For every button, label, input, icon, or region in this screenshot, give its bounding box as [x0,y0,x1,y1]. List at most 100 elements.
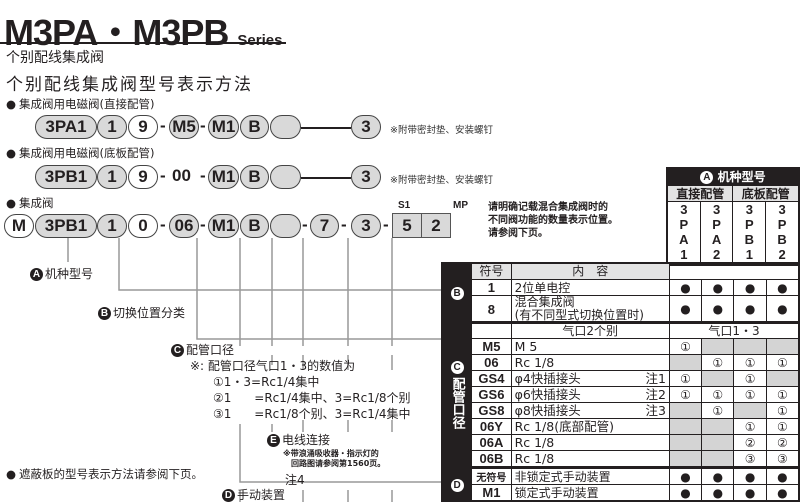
code-stations: 7 [310,214,339,238]
group-base: 底板配管 [732,185,800,202]
unavailable-cell [765,370,800,387]
unavailable-cell [701,338,735,355]
value-cell: ① [668,370,703,387]
code-wiring [270,214,301,238]
content: Rc 1/8 [514,450,555,466]
port-item: ③1 =Rc1/8个别、3=Rc1/4集中 [213,407,411,421]
code-manual: M1 [208,165,239,189]
bullet-direct-piping: 集成阀用电磁阀(直接配管) [6,96,154,112]
note-4: 注4 [285,473,305,487]
value-cell: ● [765,279,800,296]
note-line: ※带浪涌吸收器・指示灯的 [283,449,379,458]
note: 注2 [645,386,666,402]
content: 锁定式手动装置 [510,484,670,502]
note-line: 不同阀功能的数量表示位置。 [488,215,618,226]
content: φ6快插接头 [514,386,581,402]
symbol: 06B [471,450,512,468]
code-fixed: 9 [128,115,158,139]
separator: - [341,215,347,234]
model-3pb1: 3PB1 [732,201,767,266]
symbol: 1 [471,279,512,296]
value-cell: ● [668,295,703,324]
value-cell: ① [765,418,800,435]
content: Rc 1/8 [514,354,555,370]
model-3pb2: 3PB2 [765,201,800,266]
value-cell: ① [701,386,735,403]
letter-e-icon: E [267,434,280,447]
value-cell: ● [765,295,800,324]
code-wiring [270,115,301,139]
note-line: 请参阅下页。 [488,228,548,239]
mp-value: 2 [421,213,451,238]
unavailable-cell [668,418,703,435]
bullet-base-piping: 集成阀用电磁阀(底板配管) [6,145,154,161]
value-cell: ② [733,434,767,451]
model-label: 3PA2 [709,202,725,262]
note-line: 请明确记载混合集成阀时的 [488,202,608,213]
value-cell: ● [668,279,703,296]
content: Rc 1/8(底部配管) [514,418,614,434]
code-b: B [240,214,269,238]
value-cell: ● [733,295,767,324]
legend-d-label: 手动装置 [237,488,286,502]
symbol: M5 [471,338,512,355]
value-cell: ● [733,484,767,502]
letter-d-icon: D [222,489,235,502]
code-manifold: M [4,214,34,238]
code-position: 1 [97,165,127,189]
model-3pa1: 3PA1 [666,201,701,266]
unavailable-cell [701,370,735,387]
model-header-label: 机种型号 [717,170,766,184]
code-b: B [240,115,269,139]
value-cell: ● [765,484,800,502]
s1-label: S1 [398,200,411,211]
note: 注1 [645,370,666,386]
separator: - [160,166,166,185]
value-cell: ③ [765,450,800,468]
letter-d-icon: D [450,478,464,492]
col-port13: 气口1・3 [668,321,800,339]
code-model: 3PB1 [35,165,97,189]
symbol: 06A [471,434,512,451]
value-cell: ① [733,418,767,435]
separator: - [200,116,206,135]
value-cell: ① [668,338,703,355]
symbol: M1 [471,484,512,502]
value-cell: ① [668,386,703,403]
subtitle: 个别配线集成阀 [6,50,104,66]
value-cell: ① [733,370,767,387]
value-cell: ① [733,386,767,403]
bullet-manifold: 集成阀 [6,195,54,211]
mp-label: MP [453,200,468,211]
code-port: M5 [169,115,199,139]
content: 混合集成阀 [514,295,575,309]
symbol: 8 [471,295,512,324]
unavailable-cell [668,402,703,419]
value-cell: ① [701,354,735,371]
letter-c-icon: C [450,361,464,374]
model-3pa2: 3PA2 [699,201,734,266]
page-title: M3PA・M3PB Series [4,12,283,53]
line [301,177,351,179]
blank-plate-note: 遮蔽板的型号表示方法请参阅下页。 [6,466,203,482]
separator: - [160,116,166,135]
unavailable-cell [701,434,735,451]
value-cell: ① [765,402,800,419]
unavailable-cell [733,402,767,419]
value-cell: ① [733,354,767,371]
code-manual: M1 [208,214,239,238]
unavailable-cell [765,338,800,355]
